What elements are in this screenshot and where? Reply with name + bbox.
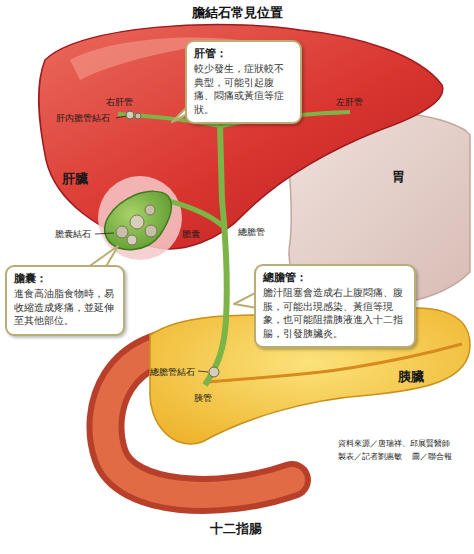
gallstone [116, 226, 128, 238]
part-label: 右肝管 [106, 96, 133, 109]
callout-body: 較少發生，症狀較不典型，可能引起腹痛、悶痛或黃疸等症狀。 [194, 62, 293, 116]
callout-heading: 膽囊： [14, 272, 116, 286]
gallstone [127, 235, 137, 245]
source-note: 圖／聯合報 [412, 451, 452, 462]
pancreatic-duct [210, 344, 462, 382]
cystic-duct [165, 200, 225, 228]
gallbladder [105, 191, 172, 249]
part-label: 膽囊 [182, 228, 200, 241]
callout-bubble: 膽囊：進食高油脂食物時，易收縮造成疼痛，並延伸至其他部位。 [5, 265, 125, 336]
hepatic-stone [135, 113, 141, 119]
part-label: 肝內膽管結石 [56, 112, 110, 125]
callout-body: 進食高油脂食物時，易收縮造成疼痛，並延伸至其他部位。 [14, 287, 116, 328]
callout-bubble: 總膽管：膽汁阻塞會造成右上腹悶痛、腹脹，可能出現感染、黃疸等現象，也可能阻擋胰液… [254, 264, 416, 348]
common-bile-duct [205, 125, 227, 385]
organ-label: 胰臟 [398, 368, 424, 386]
organ-label: 十二指腸 [210, 520, 262, 538]
source-note: 製表／記者劉惠敏 [338, 451, 402, 462]
callout-body: 膽汁阻塞會造成右上腹悶痛、腹脹，可能出現感染、黃疸等現象，也可能阻擋胰液進入十二… [263, 286, 407, 340]
duct-stone [209, 367, 219, 377]
callout-heading: 總膽管： [263, 271, 407, 285]
part-label: 膽囊結石 [55, 228, 91, 241]
part-label: 總膽管結石 [150, 366, 195, 379]
gallstone [145, 205, 155, 215]
highlight-circle [98, 176, 182, 260]
organ-label: 胃 [392, 168, 405, 186]
leader-line [116, 116, 126, 118]
part-label: 左肝管 [336, 96, 363, 109]
diagram-title: 膽結石常見位置 [192, 4, 283, 22]
leader-line [198, 371, 208, 372]
callout-bubble: 肝管：較少發生，症狀較不典型，可能引起腹痛、悶痛或黃疸等症狀。 [185, 40, 302, 124]
source-note: 資料來源／唐瑞祥、邱展賢醫師 [338, 438, 450, 449]
callout-heading: 肝管： [194, 47, 293, 61]
part-label: 總膽管 [238, 226, 265, 239]
gallstone [145, 225, 157, 237]
gallstone [130, 215, 144, 229]
hepatic-stone [126, 111, 134, 119]
part-label: 胰管 [194, 392, 212, 405]
organ-label: 肝臟 [62, 170, 88, 188]
leader-line [95, 233, 114, 234]
